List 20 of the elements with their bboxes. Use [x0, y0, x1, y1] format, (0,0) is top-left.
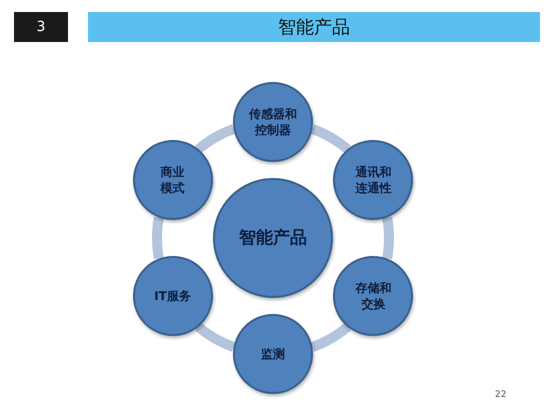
ring-connector [310, 124, 351, 154]
node-label: 传感器和控制器 [248, 106, 298, 138]
node-label: IT服务 [153, 288, 192, 304]
ring-connector [195, 124, 236, 154]
circle-node [132, 140, 213, 220]
circle-node [333, 140, 414, 220]
title-bar: 智能产品 [88, 12, 540, 42]
ring-connector [195, 322, 236, 352]
ring-connector [310, 322, 351, 352]
node-label: 监测 [260, 346, 286, 362]
circle-node [333, 256, 414, 336]
node-label: 商业模式 [159, 164, 186, 196]
node-label: 存储和交换 [354, 280, 392, 312]
circle-node [213, 178, 333, 298]
ring-connector [152, 216, 164, 260]
node-label: 智能产品 [238, 226, 308, 250]
page-number: 22 [495, 390, 506, 400]
ring-connector [382, 216, 394, 260]
slide-number: 3 [14, 12, 68, 42]
node-label: 通讯和连通性 [354, 164, 392, 196]
